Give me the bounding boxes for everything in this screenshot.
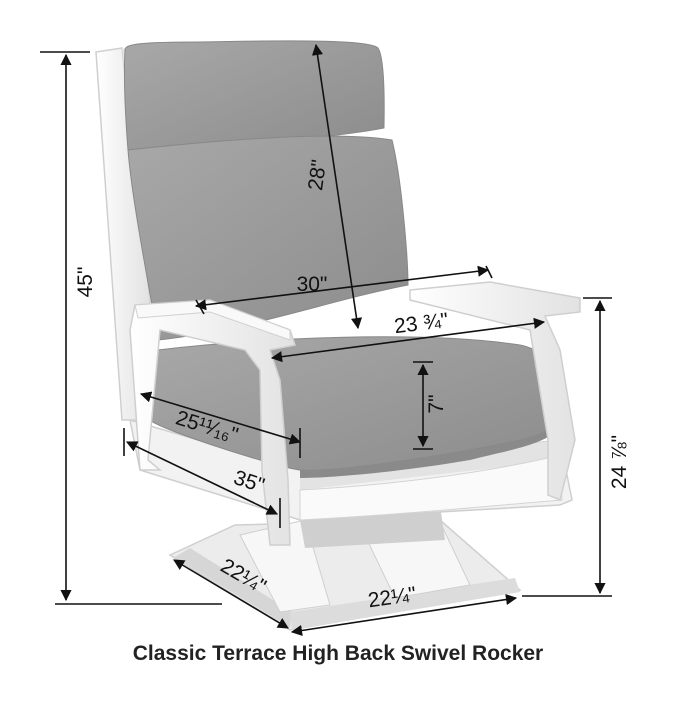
product-title: Classic Terrace High Back Swivel Rocker: [132, 642, 544, 665]
arm-height-label: 24 ⅞": [608, 435, 631, 489]
dimension-lines: [40, 43, 612, 637]
cushion-thickness-label: 7": [425, 394, 448, 413]
chair-illustration: [95, 40, 581, 631]
overall-height-label: 45": [74, 267, 97, 298]
seat-width-label: 23 ¾": [393, 309, 450, 338]
arm-width-label: 30": [297, 273, 328, 296]
back-height-label: 28": [304, 158, 331, 192]
back-cushion: [123, 40, 409, 341]
